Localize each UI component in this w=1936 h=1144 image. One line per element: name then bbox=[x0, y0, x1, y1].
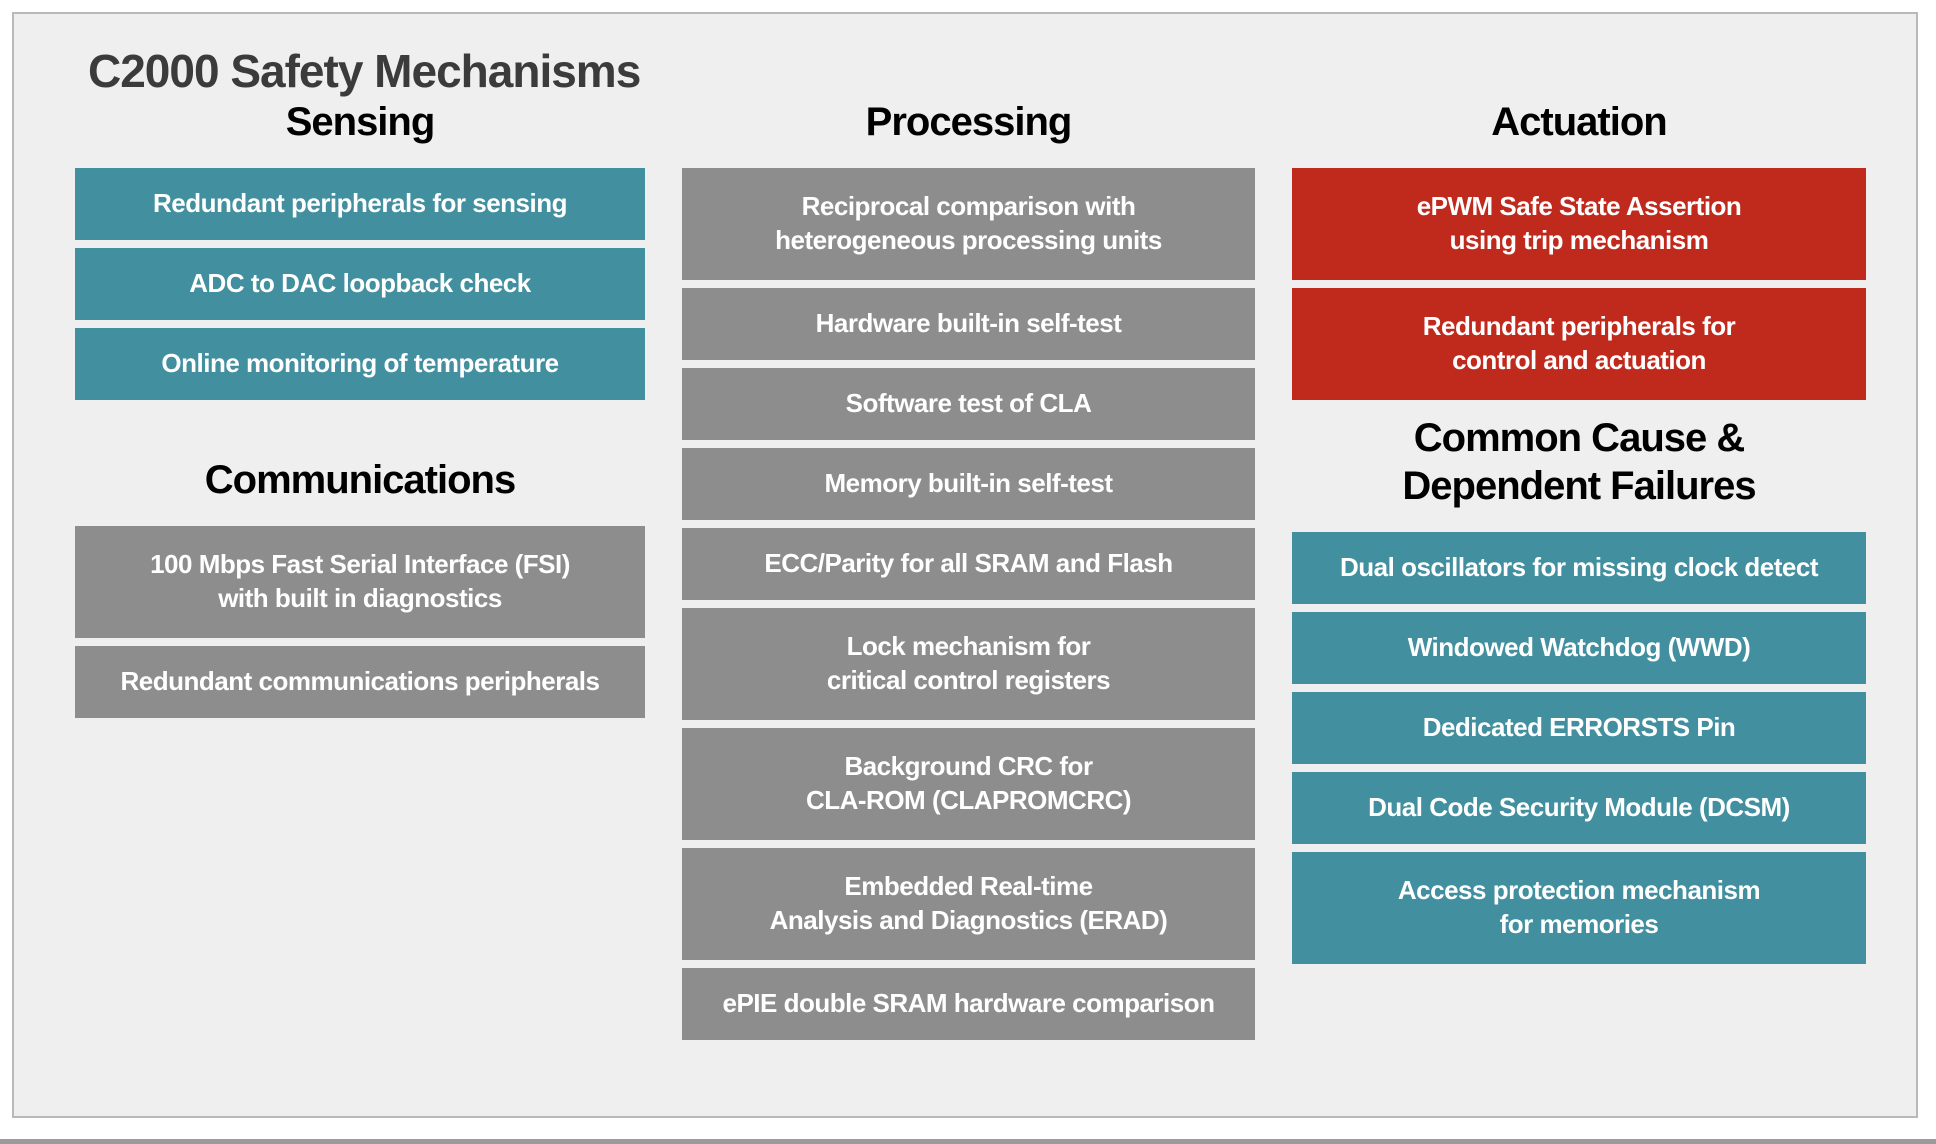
section-header: Communications bbox=[75, 456, 645, 504]
mechanism-box-software-test-of-cla: Software test of CLA bbox=[682, 368, 1255, 440]
mechanism-box-line: critical control registers bbox=[826, 665, 1111, 695]
mechanism-box-line: Memory built-in self-test bbox=[824, 468, 1113, 499]
section-header: Actuation bbox=[1292, 98, 1866, 146]
mechanism-box-line: ePWM Safe State Assertion bbox=[1416, 191, 1742, 222]
mechanism-box-dedicated-errorsts-pin: Dedicated ERRORSTS Pin bbox=[1292, 692, 1866, 764]
mechanism-box-line: with built in diagnostics bbox=[218, 583, 502, 613]
screenshot-bottom-edge bbox=[0, 1139, 1936, 1144]
mechanism-box-dual-code-security-module-dcsm: Dual Code Security Module (DCSM) bbox=[1292, 772, 1866, 844]
mechanism-box-redundant-peripherals-for-sensing: Redundant peripherals for sensing bbox=[75, 168, 645, 240]
mechanism-box-line: using trip mechanism bbox=[1449, 225, 1709, 255]
mechanism-box-redundant-communications-peripherals: Redundant communications peripherals bbox=[75, 646, 645, 718]
mechanism-box-line: Redundant peripherals for bbox=[1422, 311, 1736, 342]
mechanism-box-line: ePIE double SRAM hardware comparison bbox=[722, 988, 1216, 1019]
section-header: Processing bbox=[682, 98, 1255, 146]
mechanism-box-line: Embedded Real-time bbox=[844, 871, 1093, 902]
mechanism-box-line: Reciprocal comparison with bbox=[801, 191, 1136, 222]
mechanism-box-line: Dual Code Security Module (DCSM) bbox=[1368, 792, 1790, 823]
mechanism-box-line: 100 Mbps Fast Serial Interface (FSI) bbox=[150, 549, 570, 580]
mechanism-box-100-mbps-fast-serial-interface-fsi-with-built-in-diagnostics: 100 Mbps Fast Serial Interface (FSI)with… bbox=[75, 526, 645, 638]
mechanism-box-dual-oscillators-for-missing-clock-detect: Dual oscillators for missing clock detec… bbox=[1292, 532, 1866, 604]
mechanism-box-line: Analysis and Diagnostics (ERAD) bbox=[769, 905, 1168, 935]
section-header-line: Common Cause & bbox=[1413, 416, 1746, 460]
mechanism-box-memory-built-in-self-test: Memory built-in self-test bbox=[682, 448, 1255, 520]
mechanism-box-hardware-built-in-self-test: Hardware built-in self-test bbox=[682, 288, 1255, 360]
section-header: Sensing bbox=[75, 98, 645, 146]
mechanism-box-line: CLA-ROM (CLAPROMCRC) bbox=[805, 785, 1132, 815]
mechanism-box-windowed-watchdog-wwd: Windowed Watchdog (WWD) bbox=[1292, 612, 1866, 684]
mechanism-box-line: ECC/Parity for all SRAM and Flash bbox=[764, 548, 1173, 579]
mechanism-box-line: Software test of CLA bbox=[845, 388, 1092, 419]
mechanism-box-line: Dedicated ERRORSTS Pin bbox=[1422, 712, 1736, 743]
mechanism-box-line: Online monitoring of temperature bbox=[161, 348, 559, 379]
mechanism-box-line: Access protection mechanism bbox=[1397, 875, 1761, 906]
mechanism-box-line: Background CRC for bbox=[844, 751, 1093, 782]
mechanism-box-online-monitoring-of-temperature: Online monitoring of temperature bbox=[75, 328, 645, 400]
section-header-line: Processing bbox=[865, 100, 1073, 144]
mechanism-box-adc-to-dac-loopback-check: ADC to DAC loopback check bbox=[75, 248, 645, 320]
section-header-line: Sensing bbox=[285, 100, 436, 144]
mechanism-box-line: ADC to DAC loopback check bbox=[189, 268, 531, 299]
mechanism-box-line: Redundant communications peripherals bbox=[120, 666, 600, 697]
mechanism-box-line: Hardware built-in self-test bbox=[815, 308, 1122, 339]
mechanism-box-line: Windowed Watchdog (WWD) bbox=[1407, 632, 1751, 663]
mechanism-box-line: for memories bbox=[1499, 909, 1659, 939]
mechanism-box-epie-double-sram-hardware-comparison: ePIE double SRAM hardware comparison bbox=[682, 968, 1255, 1040]
section-header: Common Cause &Dependent Failures bbox=[1292, 414, 1866, 510]
mechanism-box-line: Dual oscillators for missing clock detec… bbox=[1340, 552, 1818, 583]
mechanism-box-ecc-parity-for-all-sram-and-flash: ECC/Parity for all SRAM and Flash bbox=[682, 528, 1255, 600]
page-title: C2000 Safety Mechanisms bbox=[88, 45, 641, 97]
mechanism-box-line: control and actuation bbox=[1452, 345, 1706, 375]
mechanism-box-line: Lock mechanism for bbox=[846, 631, 1091, 662]
section-header-line: Actuation bbox=[1491, 100, 1667, 144]
section-header-line: Dependent Failures bbox=[1402, 464, 1756, 508]
section-communications: Communications 100 Mbps Fast Serial Inter… bbox=[75, 456, 645, 718]
section-header-line: Communications bbox=[204, 458, 516, 502]
mechanism-box-line: Redundant peripherals for sensing bbox=[152, 188, 568, 219]
mechanism-box-line: heterogeneous processing units bbox=[775, 225, 1162, 255]
